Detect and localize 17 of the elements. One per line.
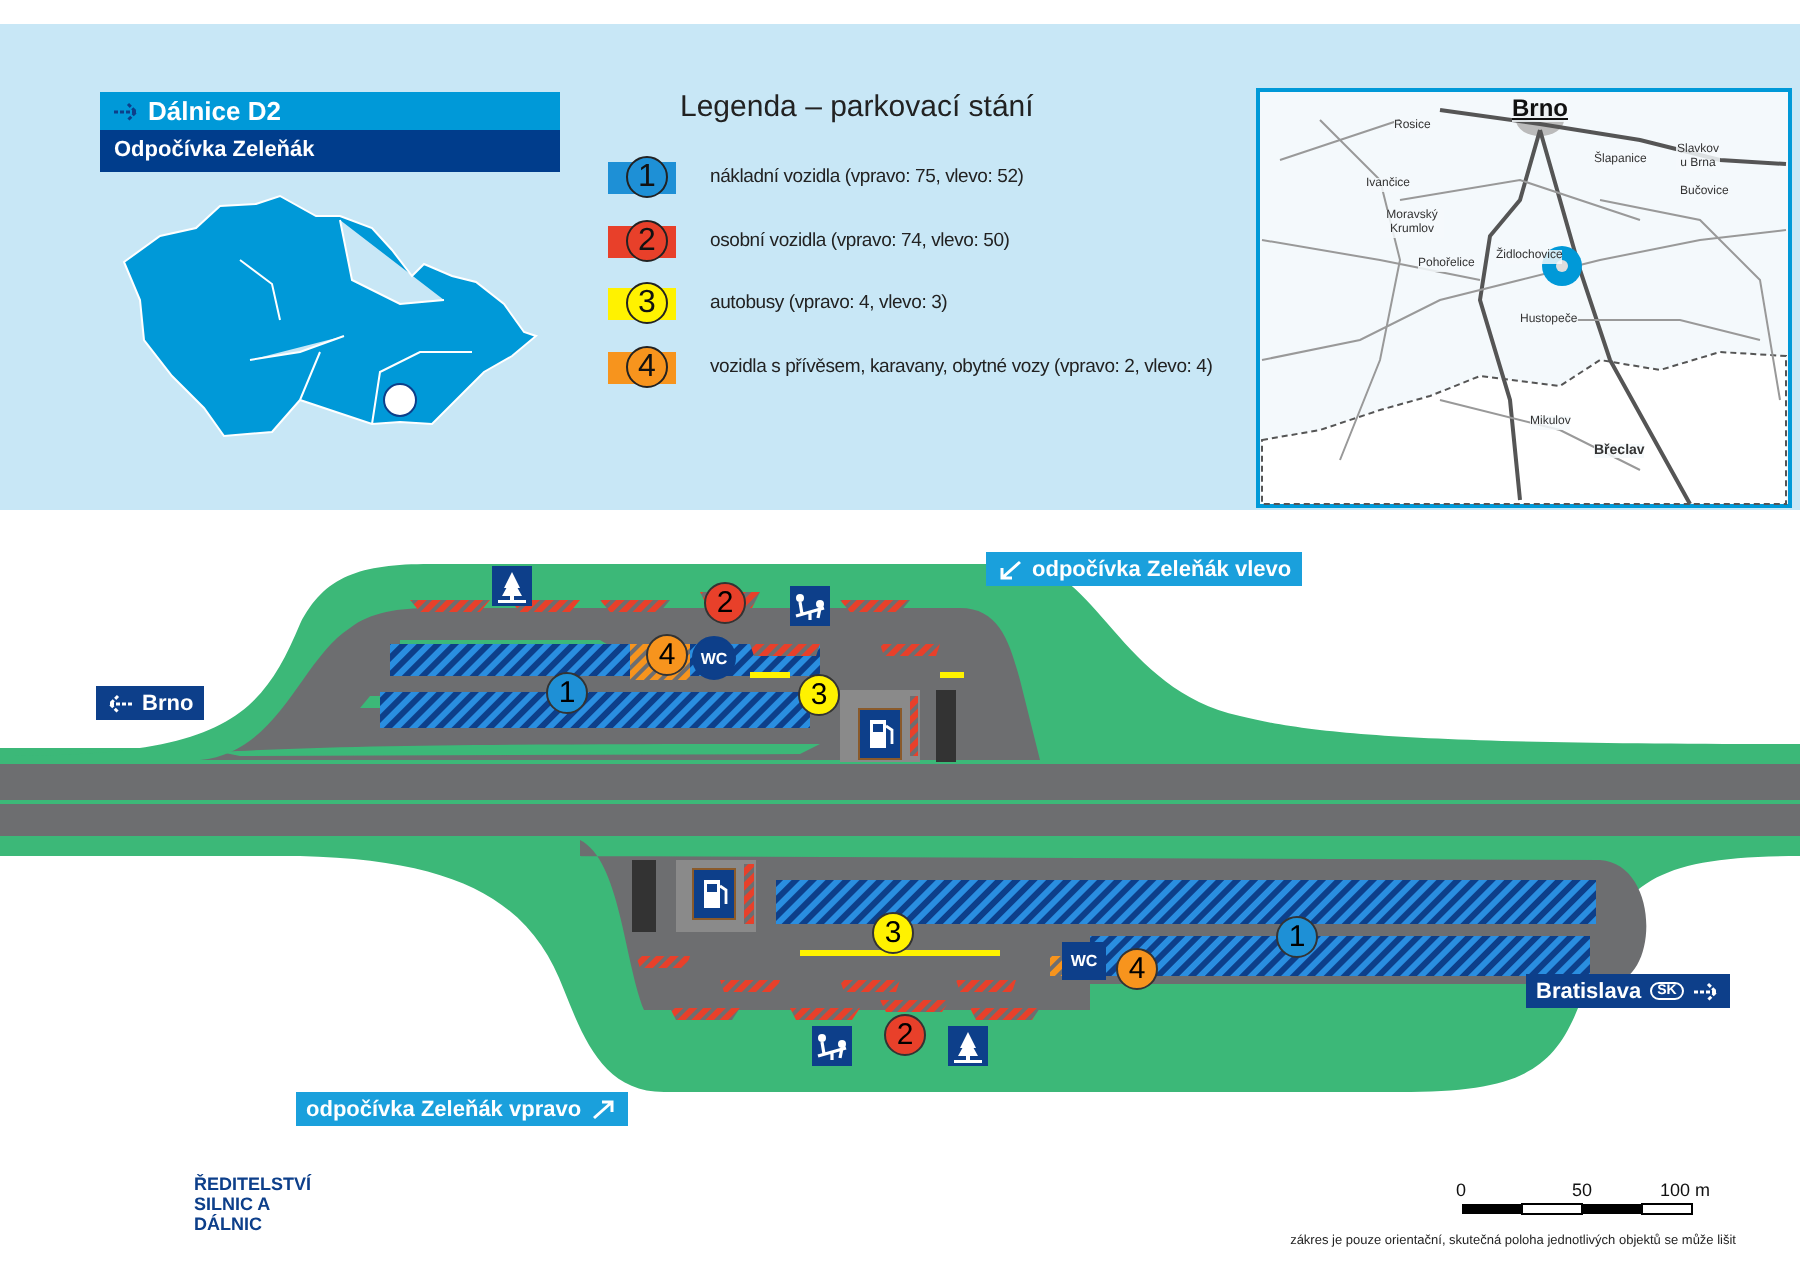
scale-label: 50 [1572,1180,1593,1200]
scale-label: 100 m [1660,1180,1711,1200]
scale-label: 0 [1456,1180,1467,1200]
subtitle-bar: Odpočívka Zeleňák [100,130,560,172]
toilet-sign: WC [1062,942,1106,980]
place-name: Brno [1512,94,1568,122]
sign-text: odpočívka Zeleňák vlevo [1032,557,1292,581]
legend-text: osobní vozidla (vpravo: 74, vlevo: 50) [710,229,1010,251]
legend-text: vozidla s přívěsem, karavany, obytné vozy (vpravo: 2, vlevo: 4) [710,355,1213,377]
title: Dálnice D2 [148,96,281,126]
legend-text: nákladní vozidla (vpravo: 75, vlevo: 52) [710,166,1024,188]
authority-name: ŘEDITELSTVÍ SILNIC A DÁLNIC [194,1174,314,1234]
sign-text: odpočívka Zeleňák vpravo [306,1097,582,1121]
sign-text: Bratislava [1536,979,1642,1003]
legend-title: Legenda – parkovací stání [680,90,1034,124]
legend-text: autobusy (vpravo: 4, vlevo: 3) [710,292,948,314]
sign-text: Brno [142,691,194,715]
